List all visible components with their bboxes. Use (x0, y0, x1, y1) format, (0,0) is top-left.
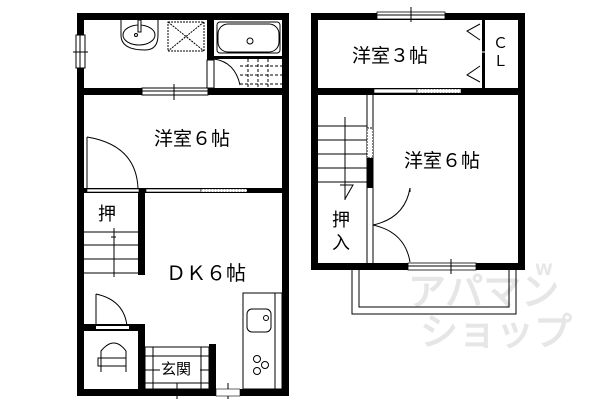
floor-1: 洋室６帖 押 ＤＫ６帖 (73, 13, 289, 399)
closet-label-2f-top: 押 (332, 210, 350, 231)
closet-label-1f: 押 (98, 204, 116, 225)
stairs-icon-2f (318, 117, 367, 200)
toilet-icon (97, 342, 127, 372)
door-icon (86, 136, 139, 189)
room-label-western-6-2f: 洋室６帖 (404, 150, 480, 172)
wash-basin-icon (120, 19, 159, 51)
room-label-western-6-1f: 洋室６帖 (154, 128, 230, 150)
stove-burner-icon (253, 355, 269, 375)
bathtub-icon (216, 21, 281, 54)
floor-2: Ｃ Ｌ 洋室３帖 押 入 (311, 7, 525, 315)
closet-label-2f-bottom: 入 (332, 233, 350, 254)
kitchen-counter-icon (242, 292, 283, 390)
cl-label-bottom: Ｌ (493, 52, 508, 70)
room-label-western-3: 洋室３帖 (352, 45, 428, 67)
entrance-label: 玄関 (161, 360, 191, 378)
watermark-line2: ショップ (420, 310, 572, 354)
washing-machine-pan-icon (167, 21, 205, 52)
entrance-area: 玄関 (144, 346, 210, 390)
watermark-small: W (535, 260, 553, 279)
cl-label-top: Ｃ (493, 34, 508, 52)
double-door-icon (372, 187, 411, 263)
balcony (351, 270, 517, 315)
room-label-dk: ＤＫ６帖 (166, 261, 246, 285)
stairs-icon (84, 228, 138, 277)
